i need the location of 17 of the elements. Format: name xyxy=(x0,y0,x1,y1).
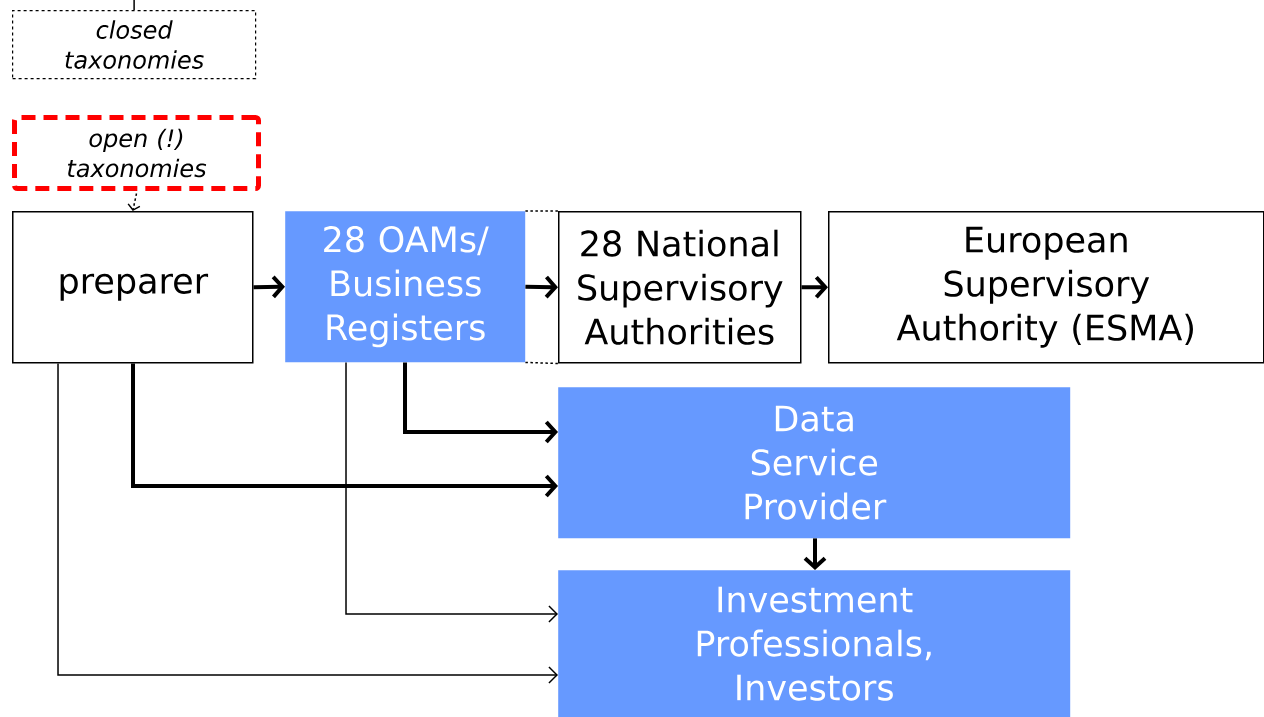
dashed-box: closed taxonomies xyxy=(12,10,257,80)
arrow xyxy=(127,192,141,211)
process-box: European Supervisory Authority (ESMA) xyxy=(828,211,1264,364)
process-box: preparer xyxy=(12,211,254,364)
process-box: 28 National Supervisory Authorities xyxy=(558,211,802,364)
process-box: Investment Professionals, Investors xyxy=(558,570,1071,717)
arrow xyxy=(131,363,558,498)
arrow xyxy=(57,362,558,684)
arrow xyxy=(803,538,827,570)
highlighted-dashed-box: open (!) taxonomies xyxy=(12,115,261,191)
arrow xyxy=(253,275,285,299)
arrow xyxy=(345,361,558,623)
arrow xyxy=(403,362,558,444)
arrow xyxy=(801,275,828,299)
process-box: Data Service Provider xyxy=(558,387,1071,539)
process-box: 28 OAMs/ Business Registers xyxy=(285,211,526,363)
arrow xyxy=(525,275,558,299)
